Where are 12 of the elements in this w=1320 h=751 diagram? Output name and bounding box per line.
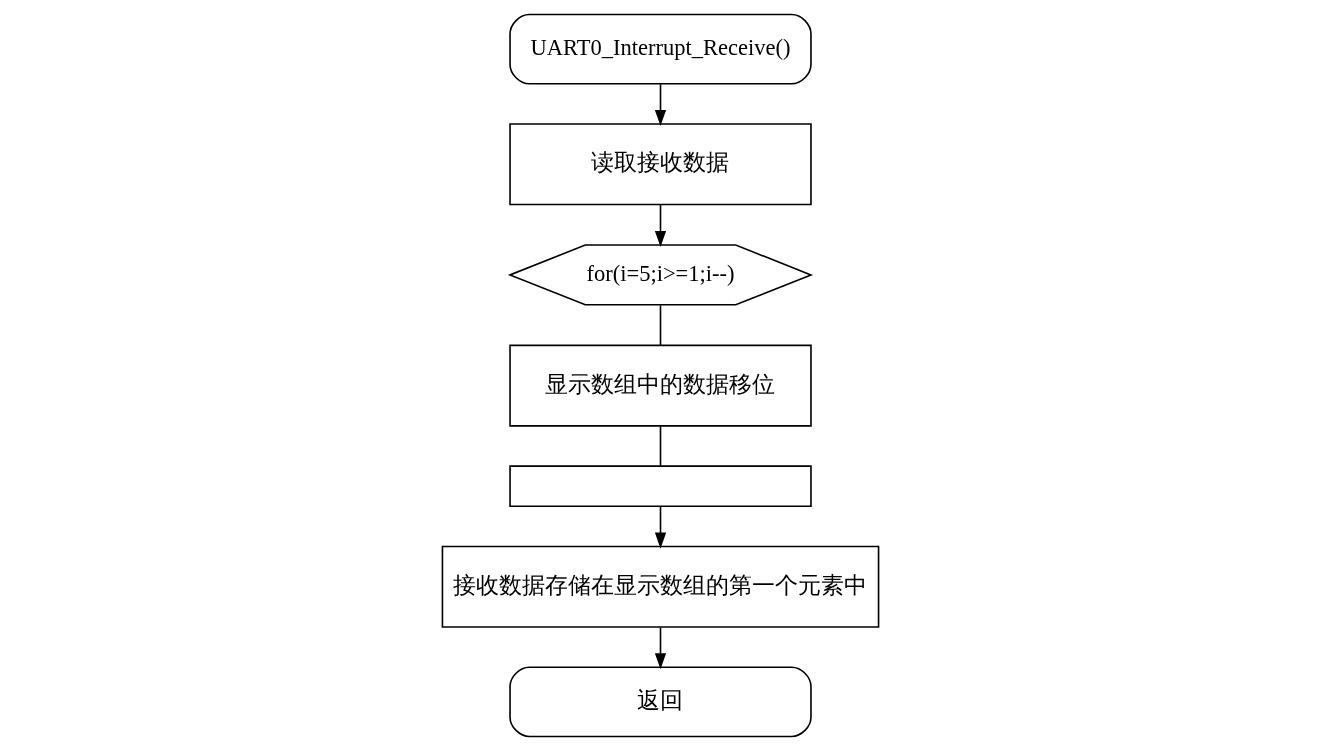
- arrow: [654, 203, 666, 248]
- node-box: UART0_Interrupt_Receive(): [508, 13, 812, 85]
- arrow: [654, 626, 666, 670]
- node-box: 返回: [508, 666, 812, 738]
- arrow: [654, 505, 666, 549]
- connector: [659, 304, 661, 346]
- node-box: 接收数据存储在显示数组的第一个元素中: [441, 545, 879, 628]
- arrow: [654, 83, 666, 126]
- node-box: [508, 465, 812, 508]
- node-box: 显示数组中的数据移位: [508, 344, 812, 427]
- node-box: 读取接收数据: [508, 123, 812, 206]
- connector: [659, 425, 661, 467]
